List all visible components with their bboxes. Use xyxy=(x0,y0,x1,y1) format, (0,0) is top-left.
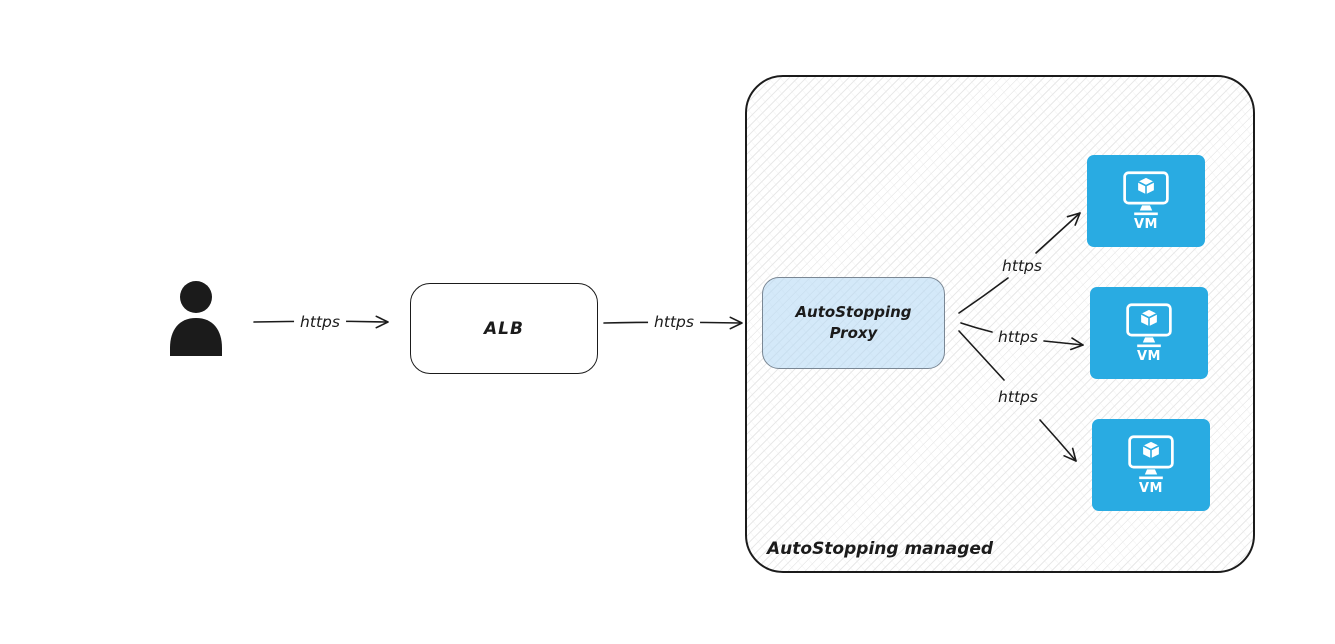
arrowhead-icon xyxy=(375,315,389,329)
autostopping-proxy-node: AutoStopping Proxy xyxy=(762,277,945,369)
vm-monitor-cube-icon xyxy=(1128,435,1174,480)
group-label: AutoStopping managed xyxy=(767,539,994,559)
vm-node-1: VM xyxy=(1087,155,1205,247)
vm-label: VM xyxy=(1139,481,1163,496)
alb-label: ALB xyxy=(484,318,524,339)
arrowhead-icon xyxy=(729,316,743,330)
vm-label: VM xyxy=(1137,349,1161,364)
person-head xyxy=(180,281,212,313)
proxy-label-line2: Proxy xyxy=(829,324,878,342)
edge-label-https-proxy-vm2: https xyxy=(998,328,1038,346)
vm-node-2: VM xyxy=(1090,287,1208,379)
vm-node-3: VM xyxy=(1092,419,1210,511)
edge-label-https-alb-proxy: https xyxy=(648,313,700,331)
edge-label-https-proxy-vm1: https xyxy=(1002,257,1042,275)
alb-node: ALB xyxy=(410,283,598,374)
vm-monitor-cube-icon xyxy=(1123,171,1169,216)
vm-label: VM xyxy=(1134,217,1158,232)
user-icon xyxy=(166,280,226,356)
edge-label-https-proxy-vm3: https xyxy=(998,388,1038,406)
person-body xyxy=(170,318,222,356)
vm-monitor-cube-icon xyxy=(1126,303,1172,348)
edge-label-https-user-alb: https xyxy=(294,313,346,331)
proxy-label-line1: AutoStopping xyxy=(795,303,912,321)
